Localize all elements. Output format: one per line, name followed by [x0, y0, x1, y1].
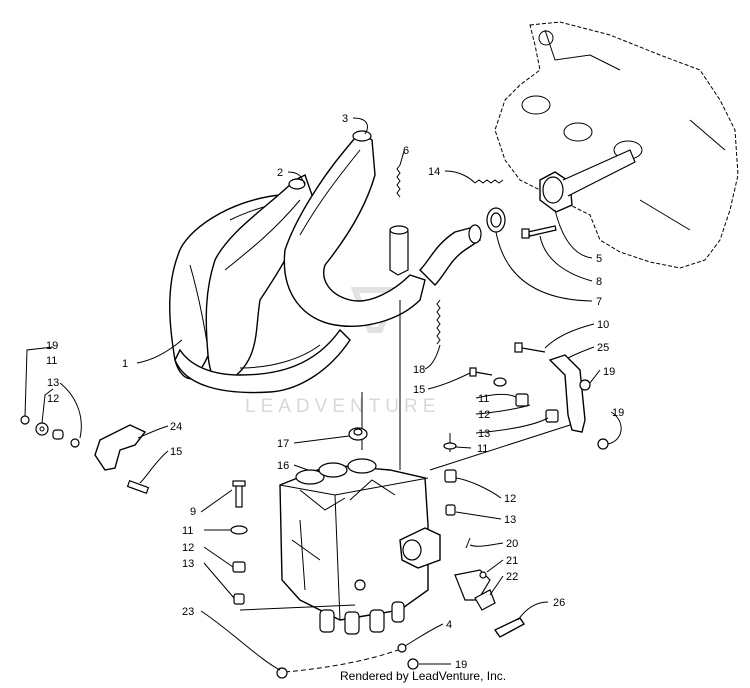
cable-23	[276, 643, 419, 679]
callout-leaders	[24, 117, 622, 671]
callout-19-left: 19	[46, 340, 58, 352]
callout-14: 14	[428, 166, 440, 178]
callout-11-right: 11	[478, 393, 489, 405]
callout-12-right: 12	[478, 409, 490, 421]
callout-25: 25	[597, 342, 609, 354]
lower-right-parts	[454, 537, 526, 638]
exhaust-elbow	[419, 224, 482, 286]
footer-credit: Rendered by LeadVenture, Inc.	[340, 669, 507, 683]
callout-11-left: 11	[46, 355, 57, 367]
callout-5: 5	[596, 253, 602, 265]
callout-3: 3	[342, 113, 348, 125]
callout-22: 22	[506, 571, 518, 583]
left-hardware-stack	[230, 480, 248, 605]
callout-1: 1	[122, 358, 128, 370]
callout-19-right: 19	[612, 407, 624, 419]
callout-11-stack: 11	[182, 525, 193, 537]
callout-15-right: 15	[413, 384, 425, 396]
callout-11-muffler: 11	[477, 443, 488, 455]
callout-12-muffler: 12	[504, 493, 516, 505]
callout-9: 9	[190, 506, 196, 518]
callout-23: 23	[182, 606, 194, 618]
right-hardware	[443, 342, 609, 516]
callout-6: 6	[403, 145, 409, 157]
callout-13-left: 13	[47, 377, 59, 389]
callout-4: 4	[446, 619, 452, 631]
callout-19-bottom: 19	[455, 659, 467, 671]
leader-line	[239, 604, 356, 611]
springs	[396, 164, 504, 345]
engine-outline	[494, 21, 739, 269]
callout-13-muffler: 13	[504, 514, 516, 526]
exhaust-flange	[486, 149, 636, 233]
callout-24: 24	[170, 421, 182, 433]
callout-13-stack: 13	[182, 558, 194, 570]
callout-26: 26	[553, 597, 565, 609]
callout-10: 10	[597, 319, 609, 331]
callout-21: 21	[506, 555, 518, 567]
callout-12-left: 12	[47, 393, 59, 405]
callout-16: 16	[277, 460, 289, 472]
callout-12-stack: 12	[182, 542, 194, 554]
callout-15-left: 15	[170, 446, 182, 458]
callout-17: 17	[277, 438, 289, 450]
callout-18: 18	[413, 364, 425, 376]
leader-line	[429, 424, 571, 471]
left-bracket	[20, 415, 150, 495]
muffler	[279, 458, 441, 635]
callout-7: 7	[596, 296, 602, 308]
bolt-8	[521, 225, 557, 239]
expansion-chambers	[169, 130, 426, 394]
callout-13-right: 13	[478, 428, 490, 440]
callout-20: 20	[506, 538, 518, 550]
callout-19-upper-right: 19	[603, 366, 615, 378]
callout-8: 8	[596, 276, 602, 288]
grommet-17	[348, 427, 368, 441]
callout-2: 2	[277, 167, 283, 179]
callout-labels: 1 2 3 4 5 6 7 8 9 10 11 11 11 11 12 12 1…	[46, 113, 624, 671]
watermark-text: LEADVENTURE	[245, 396, 440, 417]
